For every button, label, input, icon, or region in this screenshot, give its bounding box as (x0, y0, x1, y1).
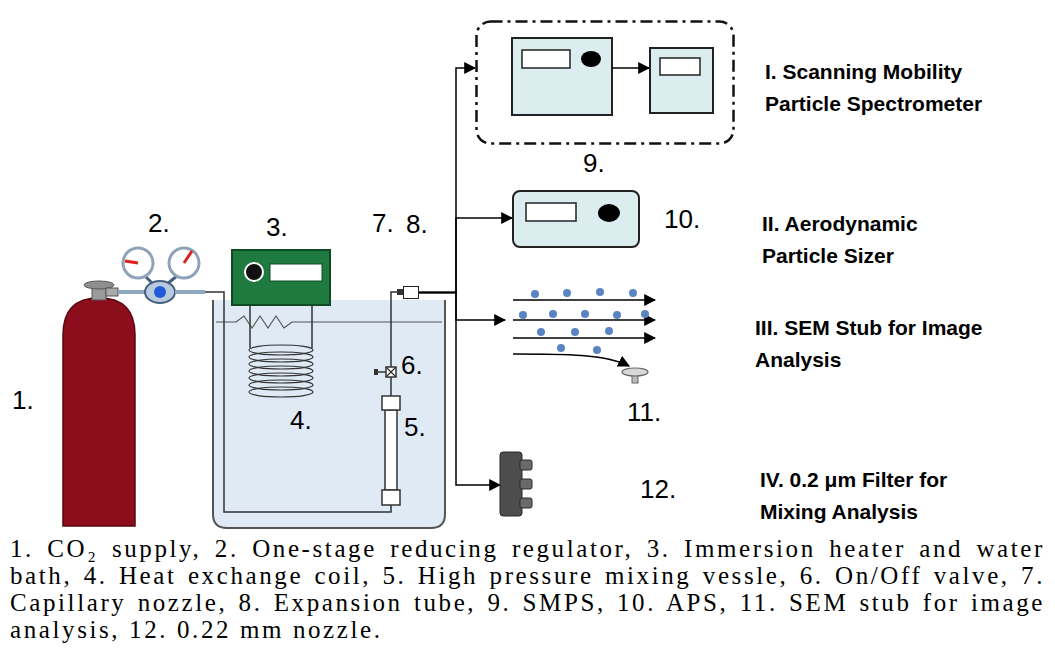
cylinder-outlet (106, 288, 118, 296)
vessel-body (385, 410, 397, 490)
display-window (526, 203, 576, 221)
valve-handle (374, 369, 378, 375)
particle-dot (596, 288, 604, 296)
flow-arrow (419, 293, 505, 321)
callout-number: 11. (627, 397, 661, 427)
particle-dot (557, 344, 565, 352)
particle-dot (563, 289, 571, 297)
callout-number: 7. (372, 208, 394, 238)
smps-group: 9.I. Scanning Mobility Particle Spectrom… (475, 20, 735, 145)
gauge-needle (125, 261, 138, 263)
instrument-label: IV. 0.2 μm Filter for Mixing Analysis (760, 464, 980, 528)
sem-stub (622, 368, 648, 376)
sem-stub-sampler: 11.III. SEM Stub for Image Analysis (505, 290, 665, 385)
streamline (513, 337, 655, 339)
flow-arrow (419, 68, 475, 293)
valve-handle (378, 371, 386, 373)
callout-number: 12. (640, 474, 676, 504)
flow-arrow (419, 293, 500, 486)
particle-dot (613, 311, 621, 319)
gas-pipe (118, 290, 146, 294)
callout-number: 5. (404, 412, 426, 442)
callout-number: 6. (401, 350, 423, 380)
filter-bolt (520, 460, 532, 470)
instrument-label: I. Scanning Mobility Particle Spectromet… (765, 56, 1005, 120)
particle-dot (571, 328, 579, 336)
display-window (522, 50, 570, 68)
particle-dot (519, 311, 527, 319)
display-window (660, 58, 700, 75)
gas-pipe (175, 290, 205, 294)
instrument-label: II. Aerodynamic Particle Sizer (762, 208, 982, 272)
filter-holder: 12.IV. 0.2 μm Filter for Mixing Analysis (500, 452, 534, 516)
particle-dot (531, 290, 539, 298)
particle-dot (605, 327, 613, 335)
immersion-heater (232, 250, 330, 305)
callout-number: 9. (583, 148, 605, 178)
aps-instrument: 10.II. Aerodynamic Particle Sizer (512, 190, 640, 248)
valve-symbol (386, 367, 396, 377)
vessel-line (390, 377, 392, 396)
streamline (513, 319, 655, 321)
particle-dot (629, 289, 637, 297)
filter-bolt (520, 479, 532, 489)
callout-number: 10. (664, 204, 700, 234)
flow-arrow (419, 218, 512, 293)
particle-dot (641, 310, 649, 318)
heater-element (249, 305, 251, 348)
node-outline (475, 20, 735, 145)
particle-dot (549, 310, 557, 318)
vessel-cap (382, 396, 400, 410)
instrument-label: III. SEM Stub for Image Analysis (755, 312, 1015, 376)
pressure-gauge (123, 248, 153, 278)
heater-knob (245, 263, 263, 281)
gas-line (205, 292, 391, 512)
callout-number: 8. (406, 209, 428, 239)
callout-number: 4. (290, 405, 312, 435)
regulator-body (145, 281, 175, 303)
streamline (513, 299, 655, 301)
node-outline (514, 192, 642, 250)
node-outline (500, 452, 534, 516)
pressure-gauge (169, 248, 199, 278)
regulator-knob (154, 286, 166, 298)
callout-number: 3. (266, 212, 288, 242)
node-outline (505, 290, 665, 385)
gauge-needle (184, 251, 192, 263)
valve-cross (386, 367, 396, 377)
heater-display (270, 264, 322, 281)
filter-plate (500, 452, 522, 516)
classifier-box (512, 38, 612, 115)
water-bath (213, 300, 445, 528)
callout-number: 2. (148, 208, 170, 238)
filter-bolt (520, 498, 532, 508)
vessel-line (391, 292, 397, 367)
coil-loop (249, 387, 313, 397)
heater-element (311, 305, 313, 348)
valve-cross (386, 367, 396, 377)
vessel-cap (382, 490, 400, 505)
streamline (513, 354, 629, 366)
callout-number: 1. (12, 385, 34, 415)
particle-dot (581, 310, 589, 318)
particle-dot (593, 346, 601, 354)
counter-box (650, 48, 713, 113)
expansion-tube: 8. (403, 286, 419, 299)
cylinder-body (63, 298, 135, 526)
knob (598, 204, 620, 222)
particle-dot (537, 328, 545, 336)
flow-arrow (612, 67, 649, 69)
figure-caption: 1. CO₂ supply, 2. One-stage reducing reg… (10, 535, 1045, 643)
knob (581, 51, 601, 67)
dash-dot-outline (477, 22, 734, 144)
